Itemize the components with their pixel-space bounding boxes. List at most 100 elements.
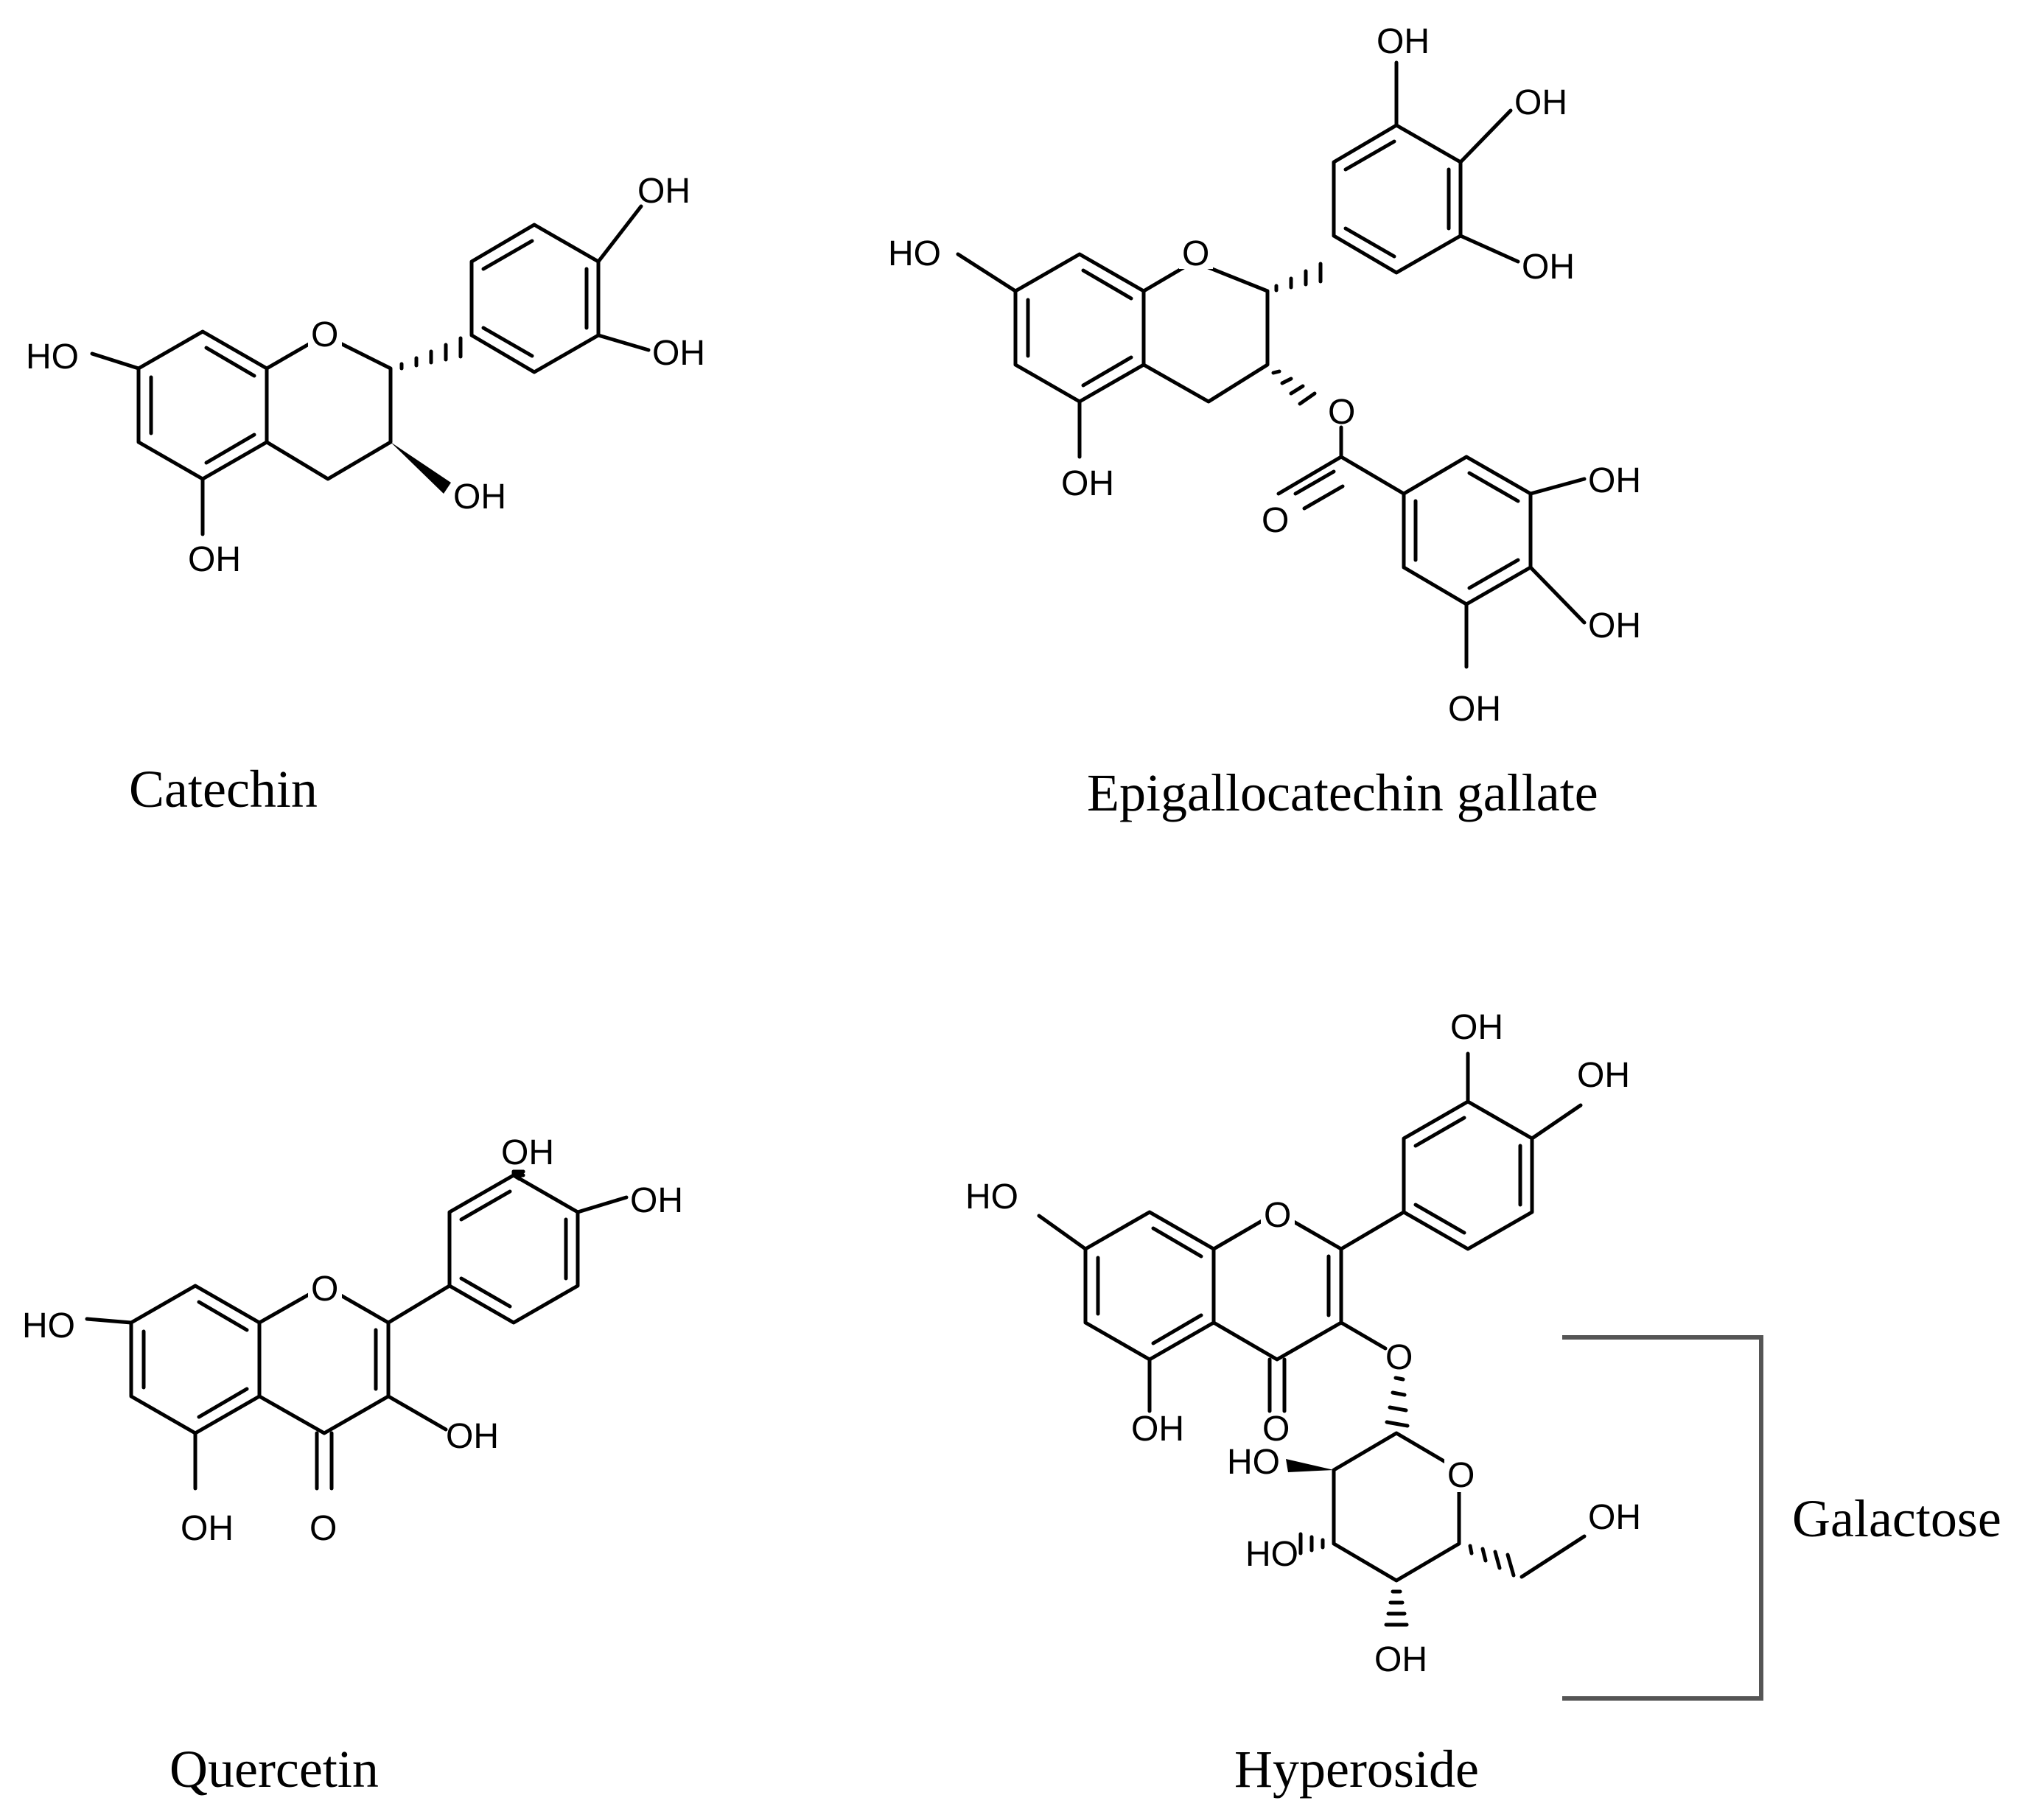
hyperoside-hashed-bond	[1298, 1532, 1325, 1555]
egcg-double-bond	[1343, 139, 1396, 172]
hyperoside-hashed-bond	[1385, 1376, 1410, 1428]
hyperoside-atom-label: OH	[1577, 1056, 1630, 1095]
compound-name: Epigallocatechin gallate	[1087, 763, 1598, 822]
egcg-atom-label: OH	[1514, 83, 1567, 122]
quercetin-bond	[386, 1284, 452, 1325]
catechin-atom-label: OH	[637, 172, 690, 211]
catechin-atom-label: OH	[652, 334, 705, 373]
catechin-double-bond	[481, 326, 534, 358]
egcg-bond	[1528, 477, 1587, 496]
egcg-hashed-bond	[1274, 262, 1323, 293]
compound-name: Hyperoside	[1234, 1740, 1479, 1799]
quercetin-bond	[576, 1195, 629, 1214]
egcg-bond	[1339, 455, 1406, 496]
quercetin-double-bond	[197, 1300, 249, 1332]
hyperoside-atom-label: O	[1447, 1456, 1475, 1495]
quercetin-bond	[386, 1394, 448, 1432]
quercetin-structure: HO O OH OH OH OH O Quercetin	[22, 1133, 683, 1799]
egcg-bond	[1276, 455, 1343, 496]
catechin-bond	[90, 351, 141, 371]
egcg-bond	[1458, 234, 1520, 264]
hyperoside-ring-b	[1402, 1099, 1534, 1251]
egcg-atom-label: O	[1182, 234, 1209, 273]
galactose-bracket	[1562, 1335, 1763, 1701]
catechin-atom-label: O	[311, 315, 338, 354]
quercetin-atom-label: OH	[446, 1417, 499, 1456]
catechin-structure: HO O OH OH OH OH Catechin	[26, 172, 705, 819]
quercetin-double-bond	[197, 1387, 249, 1419]
hyperoside-atom-label: OH	[1131, 1410, 1184, 1449]
catechin-double-bond	[204, 346, 256, 378]
catechin-bond	[596, 333, 651, 352]
egcg-atom-label: O	[1328, 393, 1355, 432]
hyperoside-double-bond	[1413, 1203, 1466, 1235]
quercetin-atom-label: O	[309, 1509, 337, 1548]
hyperoside-atom-label: O	[1264, 1196, 1291, 1235]
egcg-double-bond	[1467, 471, 1520, 503]
egcg-double-bond	[1081, 268, 1133, 301]
hyperoside-atom-label: OH	[1374, 1640, 1427, 1679]
quercetin-bond	[85, 1317, 133, 1325]
egcg-atom-label: HO	[888, 234, 941, 273]
hyperoside-structure: HO O OH OH OH O O HO O OH HO OH Galactos…	[965, 1008, 2001, 1799]
hyperoside-double-bond	[1151, 1226, 1203, 1259]
egcg-bond	[956, 252, 1018, 293]
quercetin-ring-a	[129, 1284, 262, 1435]
hyperoside-atom-label: HO	[1227, 1443, 1280, 1482]
egcg-hashed-bond	[1271, 369, 1317, 406]
catechin-hashed-bond	[399, 336, 463, 371]
hyperoside-atom-label: O	[1262, 1410, 1290, 1449]
hyperoside-hashed-bond	[1384, 1589, 1409, 1627]
quercetin-atom-label: O	[311, 1270, 338, 1309]
hyperoside-hashed-bond	[1468, 1544, 1516, 1578]
catechin-double-bond	[481, 239, 534, 271]
catechin-wedge-bond	[391, 442, 451, 494]
catechin-bond	[596, 204, 643, 264]
hyperoside-bond	[1530, 1103, 1583, 1141]
quercetin-atom-label: OH	[501, 1133, 554, 1172]
hyperoside-atom-label: OH	[1450, 1008, 1503, 1047]
hyperoside-ring-a	[1083, 1210, 1216, 1362]
hyperoside-double-bond	[1413, 1116, 1466, 1148]
compound-name: Catechin	[129, 760, 318, 819]
egcg-ring-galloyl	[1402, 455, 1533, 606]
egcg-double-bond	[1293, 469, 1336, 496]
egcg-structure: HO O OH OH OH OH O O OH OH OH Epigalloca…	[888, 22, 1641, 822]
catechin-ring-a	[136, 329, 269, 481]
egcg-atom-label: OH	[1588, 461, 1641, 500]
catechin-double-bond	[204, 433, 256, 465]
hyperoside-wedge-bond	[1286, 1459, 1334, 1472]
catechin-ring-c	[265, 333, 393, 481]
hyperoside-atom-label: OH	[1588, 1498, 1641, 1537]
quercetin-atom-label: OH	[630, 1181, 683, 1220]
egcg-bond	[1528, 565, 1587, 625]
compound-name: Quercetin	[169, 1740, 379, 1799]
catechin-ring-b	[469, 223, 601, 374]
hyperoside-bond	[1339, 1320, 1388, 1351]
hyperoside-bond	[1339, 1210, 1406, 1251]
egcg-ring-a	[1013, 252, 1146, 404]
catechin-atom-label: OH	[188, 540, 241, 579]
quercetin-atom-label: OH	[181, 1509, 234, 1548]
quercetin-atom-label: HO	[22, 1306, 75, 1345]
quercetin-double-bond	[459, 1276, 512, 1309]
hyperoside-atom-label: HO	[965, 1177, 1018, 1217]
egcg-atom-label: O	[1262, 501, 1289, 540]
egcg-double-bond	[1302, 484, 1345, 511]
egcg-ring-c	[1141, 259, 1270, 404]
egcg-double-bond	[1467, 558, 1520, 590]
egcg-atom-label: OH	[1061, 464, 1114, 503]
hyperoside-atom-label: HO	[1245, 1535, 1298, 1574]
galactose-label: Galactose	[1792, 1489, 2001, 1548]
catechin-atom-label: HO	[26, 337, 79, 377]
quercetin-double-bond	[459, 1189, 512, 1222]
egcg-atom-label: OH	[1377, 22, 1430, 61]
catechin-atom-label: OH	[453, 477, 506, 517]
egcg-atom-label: OH	[1448, 690, 1501, 729]
hyperoside-ring-galactose	[1332, 1431, 1461, 1583]
egcg-ring-b	[1332, 123, 1463, 275]
hyperoside-bond	[1037, 1214, 1088, 1251]
egcg-double-bond	[1081, 355, 1133, 388]
